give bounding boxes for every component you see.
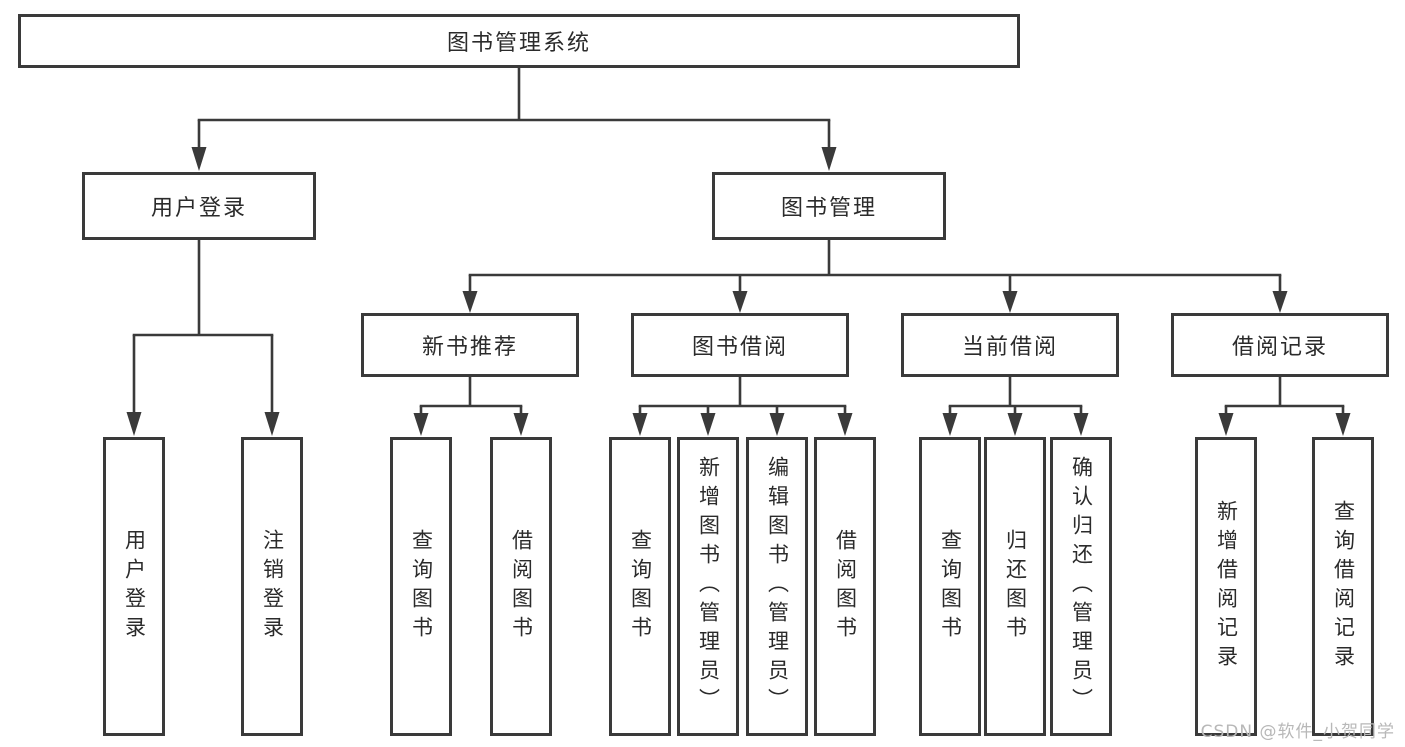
leaf-query-books-borrow: 查询图书 [609,437,671,736]
node-book-management-label: 图书管理 [780,196,877,221]
node-new-book-recommend: 新书推荐 [361,313,579,377]
leaf-query-books-current-label: 查询图书 [938,528,963,645]
leaf-query-books-current: 查询图书 [919,437,981,736]
watermark: CSDN @软件_小贺同学 [1200,722,1395,742]
node-borrow-records-label: 借阅记录 [1231,335,1328,360]
node-user-login-label: 用户登录 [150,196,247,221]
node-root-label: 图书管理系统 [446,31,591,56]
leaf-confirm-return-admin-label: 确认归还（管理员） [1069,456,1094,717]
leaf-return-book-label: 归还图书 [1003,528,1028,645]
leaf-add-borrow-record-label: 新增借阅记录 [1214,499,1239,674]
leaf-query-books-borrow-label: 查询图书 [628,528,653,645]
leaf-borrow-books: 借阅图书 [814,437,876,736]
node-book-management: 图书管理 [712,172,946,240]
leaf-edit-book-admin-label: 编辑图书（管理员） [765,456,790,717]
leaf-edit-book-admin: 编辑图书（管理员） [746,437,808,736]
leaf-borrow-books-recommend: 借阅图书 [490,437,552,736]
leaf-borrow-books-recommend-label: 借阅图书 [509,528,534,645]
node-book-borrow-label: 图书借阅 [691,335,788,360]
node-current-borrow: 当前借阅 [901,313,1119,377]
node-current-borrow-label: 当前借阅 [961,335,1058,360]
leaf-return-book: 归还图书 [984,437,1046,736]
leaf-add-book-admin: 新增图书（管理员） [677,437,739,736]
node-new-book-recommend-label: 新书推荐 [421,335,518,360]
node-book-borrow: 图书借阅 [631,313,849,377]
leaf-user-login: 用户登录 [103,437,165,736]
leaf-logout: 注销登录 [241,437,303,736]
leaf-query-books-recommend-label: 查询图书 [409,528,434,645]
leaf-logout-label: 注销登录 [260,528,285,645]
node-root: 图书管理系统 [18,14,1020,68]
leaf-query-books-recommend: 查询图书 [390,437,452,736]
leaf-confirm-return-admin: 确认归还（管理员） [1050,437,1112,736]
leaf-add-book-admin-label: 新增图书（管理员） [696,456,721,717]
leaf-query-borrow-record-label: 查询借阅记录 [1331,499,1356,674]
leaf-query-borrow-record: 查询借阅记录 [1312,437,1374,736]
leaf-add-borrow-record: 新增借阅记录 [1195,437,1257,736]
node-user-login: 用户登录 [82,172,316,240]
leaf-borrow-books-label: 借阅图书 [833,528,858,645]
leaf-user-login-label: 用户登录 [122,528,147,645]
node-borrow-records: 借阅记录 [1171,313,1389,377]
